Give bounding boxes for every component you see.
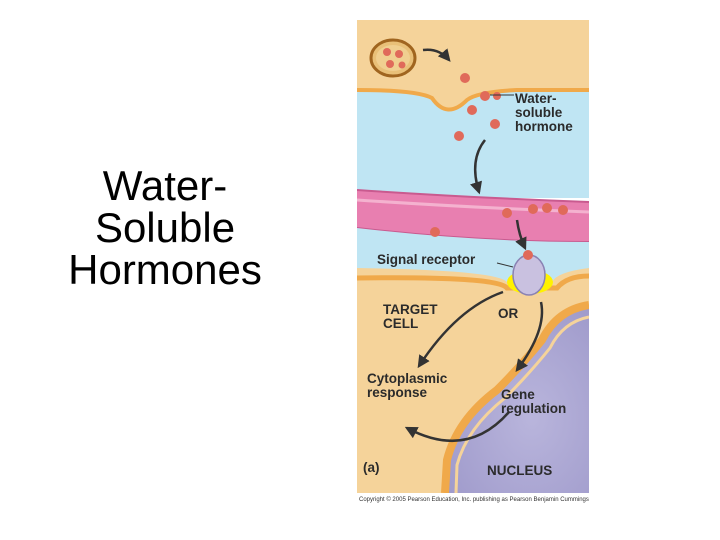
label-signal-receptor: Signal receptor [377,252,476,267]
signal-receptor [512,254,546,296]
return-arrow [404,411,510,443]
label-cytoplasmic-1: Cytoplasmic [367,371,448,386]
figure-svg: Water- soluble hormone Signal receptor [357,20,589,493]
label-or: OR [498,306,519,321]
title-line-2: Soluble [94,204,236,251]
label-target-cell-1: TARGET [383,302,438,317]
blood-hormone [558,205,568,215]
hormone-signaling-figure: Water- soluble hormone Signal receptor [357,20,589,493]
label-gene-2: regulation [501,401,566,416]
hormone-molecule [493,92,501,100]
exocytosis-arrow [422,48,451,62]
secreting-cell-membrane [357,88,589,112]
hormone-molecule [467,105,477,115]
cytoplasmic-arrow [417,290,504,369]
copyright-notice: Copyright © 2005 Pearson Education, Inc.… [359,497,589,503]
blood-hormone [542,203,552,213]
blood-hormone [502,208,512,218]
hormone-molecule [454,131,464,141]
secreting-cell [357,20,589,110]
target-cell-membrane [357,273,589,291]
bound-hormone [523,250,533,260]
vesicle-hormone [386,60,394,68]
vesicle-hormone [383,48,391,56]
hormone-molecule [460,73,470,83]
title-line-1: Water- [102,162,228,209]
nucleus [445,305,589,493]
blood-hormone [528,204,538,214]
label-target-cell-2: CELL [383,316,418,331]
label-cytoplasmic-2: response [367,385,428,400]
hormone-molecule [430,227,440,237]
receptor-arrow [515,219,527,251]
label-hormone-3: hormone [515,119,573,134]
label-nucleus: NUCLEUS [487,463,552,478]
hormone-molecule [480,91,490,101]
nuclear-envelope [441,301,589,493]
label-hormone-1: Water- [515,91,557,106]
diffusion-arrow [470,139,486,195]
blood-vessel-wall-top [357,189,589,203]
label-hormone-2: soluble [515,105,563,120]
vesicle-hormone [395,50,403,58]
slide-title: Water- Soluble Hormones [40,165,290,291]
label-gene-1: Gene [501,387,535,402]
vesicle-hormone [398,61,406,69]
gene-regulation-arrow [515,301,544,373]
receptor-leader-line [496,262,514,268]
title-line-3: Hormones [68,246,262,293]
vesicle-lumen [376,45,410,71]
label-panel: (a) [363,460,380,475]
hormone-molecule [490,119,500,129]
